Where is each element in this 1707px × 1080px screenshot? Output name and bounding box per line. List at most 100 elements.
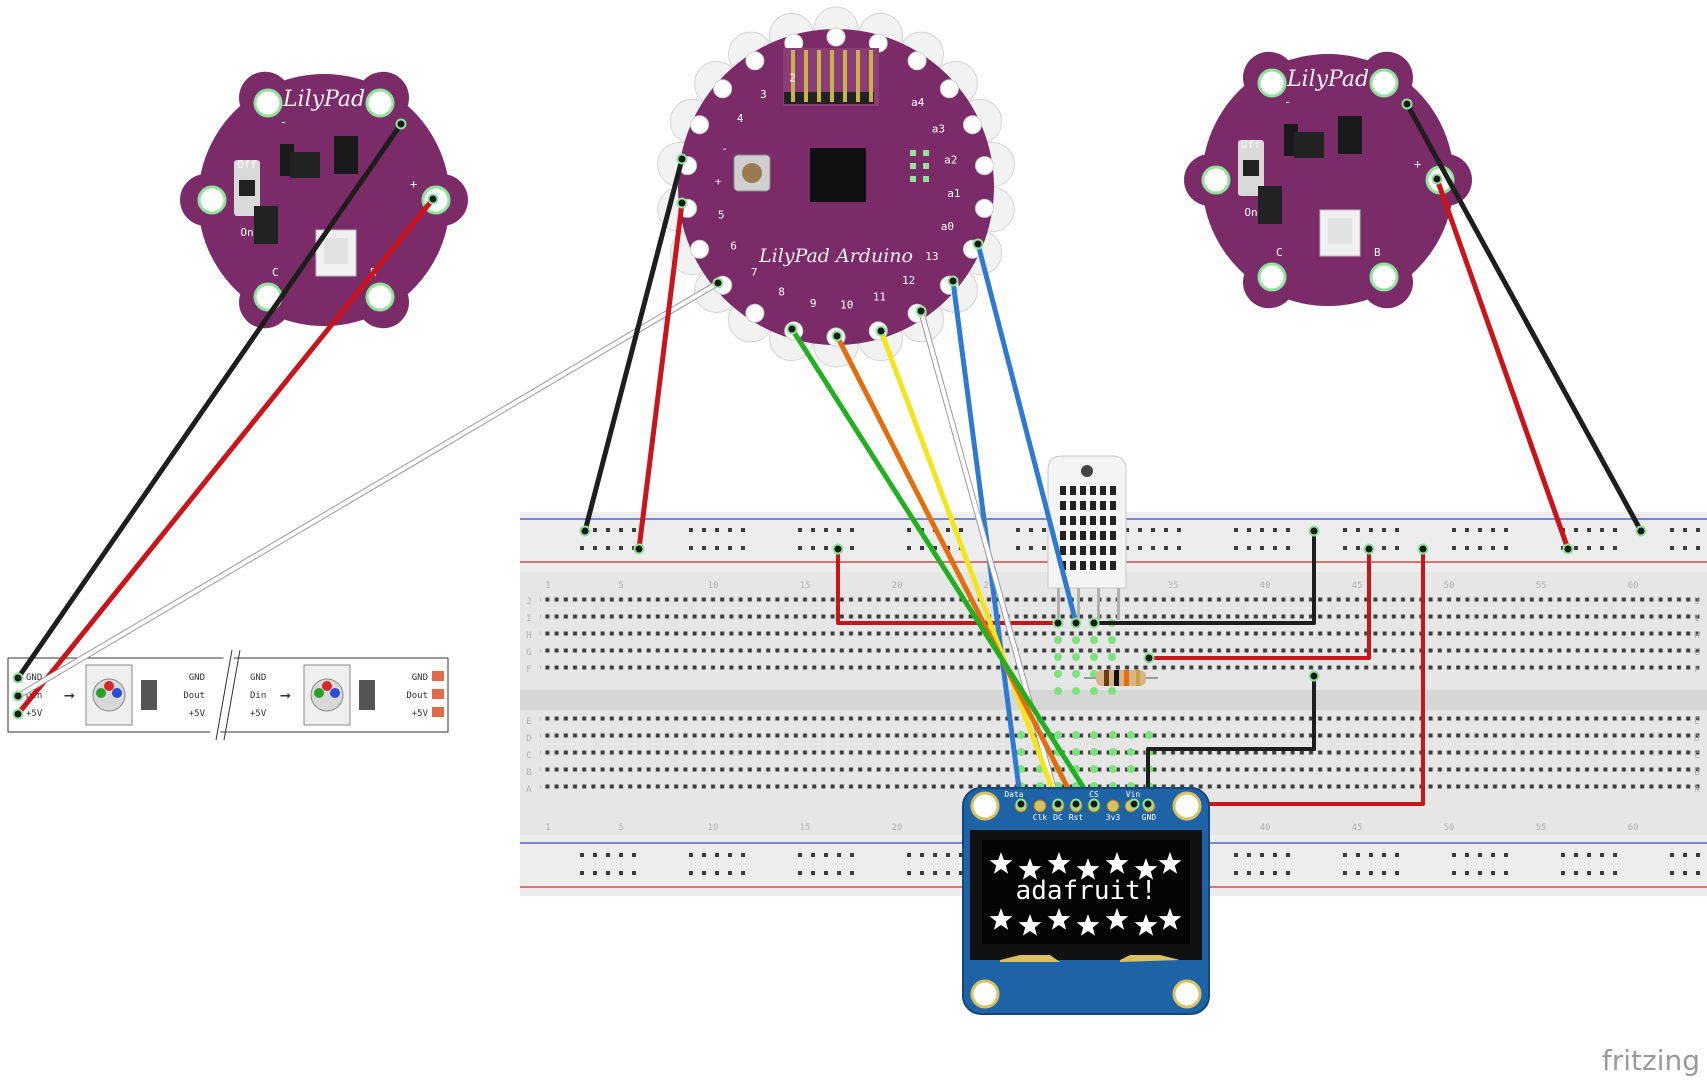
- arduino-pin-label: 8: [778, 286, 785, 299]
- rail-hole: [702, 528, 706, 532]
- rail-hole: [1452, 528, 1456, 532]
- arduino-pin-hole: [745, 51, 765, 71]
- column-number: 45: [1352, 823, 1363, 833]
- flower-icon: [1076, 858, 1100, 880]
- wire-end: [427, 193, 439, 205]
- connected-hole: [1072, 748, 1080, 756]
- rail-hole: [1138, 546, 1142, 550]
- column-number: 55: [1536, 823, 1547, 833]
- lilypad-arduino-brand: LilyPad Arduino: [758, 245, 913, 267]
- wire-red-power-right: [1434, 176, 1571, 552]
- wire-green-pin8: [789, 326, 1097, 807]
- arduino-pin-hole: [690, 239, 710, 259]
- lilypad-power-left-brand: LilyPad: [282, 87, 365, 112]
- strip-led-2-icon: [303, 664, 375, 726]
- wire-end: [1128, 798, 1140, 810]
- flower-icon: [1047, 852, 1071, 874]
- strip-seg2-5v-in: +5V: [250, 709, 267, 719]
- dht-vent: [1070, 546, 1076, 555]
- rail-hole: [1042, 546, 1046, 550]
- rail-hole: [1600, 546, 1604, 550]
- dht-vent: [1060, 486, 1066, 495]
- wire-end: [1401, 98, 1413, 110]
- rail-hole: [580, 546, 584, 550]
- rail-hole: [715, 546, 719, 550]
- rail-hole: [1177, 528, 1181, 532]
- wire-end: [831, 330, 843, 342]
- row-letter: F: [1694, 665, 1699, 675]
- rail-hole: [1273, 546, 1277, 550]
- wire-end: [12, 708, 24, 720]
- power-left-pin-hole: [365, 88, 395, 118]
- power-left-pin-hole: [197, 185, 227, 215]
- rail-hole: [1382, 528, 1386, 532]
- rail-hole: [1696, 853, 1700, 857]
- power-right-minus-label: -: [1284, 95, 1291, 109]
- column-number: 50: [1444, 581, 1455, 591]
- rail-hole: [715, 853, 719, 857]
- wire-yellow-pin10: [878, 328, 1061, 807]
- rail-hole: [959, 853, 963, 857]
- rail-hole: [741, 546, 745, 550]
- connected-hole: [1072, 670, 1080, 678]
- power-right-pin-hole: [1369, 262, 1399, 292]
- rail-hole: [1670, 871, 1674, 875]
- row-letter: G: [1694, 648, 1699, 658]
- flower-icon: [1105, 852, 1129, 874]
- rail-hole: [1600, 871, 1604, 875]
- rail-hole: [798, 871, 802, 875]
- dht-vent: [1110, 531, 1116, 540]
- rail-hole: [689, 871, 693, 875]
- strip-led-1-icon: [85, 664, 157, 726]
- rail-hole: [741, 871, 745, 875]
- power-left-pin-hole: [253, 88, 283, 118]
- lilypad-power-left: LilyPad Off On - + C B: [180, 71, 468, 329]
- row-letter: H: [1694, 631, 1699, 641]
- wire-black-power-left: [15, 121, 404, 681]
- connected-hole: [1090, 731, 1098, 739]
- rail-hole: [702, 853, 706, 857]
- flower-icon: [989, 852, 1013, 874]
- dht-vent: [1070, 516, 1076, 525]
- column-number: 35: [1168, 581, 1179, 591]
- rail-hole: [907, 546, 911, 550]
- column-number: 1: [545, 581, 550, 591]
- wire-end: [712, 277, 724, 289]
- rail-hole: [1234, 871, 1238, 875]
- flower-icon: [1158, 908, 1182, 930]
- strip-arrow-1-icon: ➞: [64, 686, 75, 707]
- rail-hole: [619, 871, 623, 875]
- rail-hole: [728, 528, 732, 532]
- rail-hole: [593, 853, 597, 857]
- rail-hole: [1683, 546, 1687, 550]
- rail-hole: [798, 853, 802, 857]
- connected-hole: [1017, 731, 1025, 739]
- rail-hole: [1696, 528, 1700, 532]
- rail-hole: [1234, 528, 1238, 532]
- arduino-pin-hole: [907, 51, 927, 71]
- wire-end: [395, 118, 407, 130]
- rail-hole: [837, 853, 841, 857]
- dht-vent: [1080, 501, 1086, 510]
- rail-hole: [907, 528, 911, 532]
- rail-hole: [1561, 871, 1565, 875]
- rail-hole: [1029, 546, 1033, 550]
- dht-vent: [1100, 501, 1106, 510]
- wire-end: [1015, 798, 1027, 810]
- row-letter: E: [526, 717, 531, 727]
- rail-hole: [1491, 528, 1495, 532]
- rail-hole: [1683, 853, 1687, 857]
- led-matrix-icon: [910, 150, 929, 182]
- rail-hole: [619, 528, 623, 532]
- lilypad-power-right-brand: LilyPad: [1286, 67, 1369, 92]
- power-right-pin-hole: [1201, 165, 1231, 195]
- rail-hole: [920, 871, 924, 875]
- connected-hole: [1109, 731, 1117, 739]
- dht-vent: [1100, 516, 1106, 525]
- rail-hole: [1574, 871, 1578, 875]
- rail-hole: [593, 528, 597, 532]
- arduino-pin-label: 4: [737, 112, 744, 125]
- power-left-pin-hole: [365, 282, 395, 312]
- rail-hole: [1395, 871, 1399, 875]
- arduino-pin-label: 6: [730, 240, 737, 253]
